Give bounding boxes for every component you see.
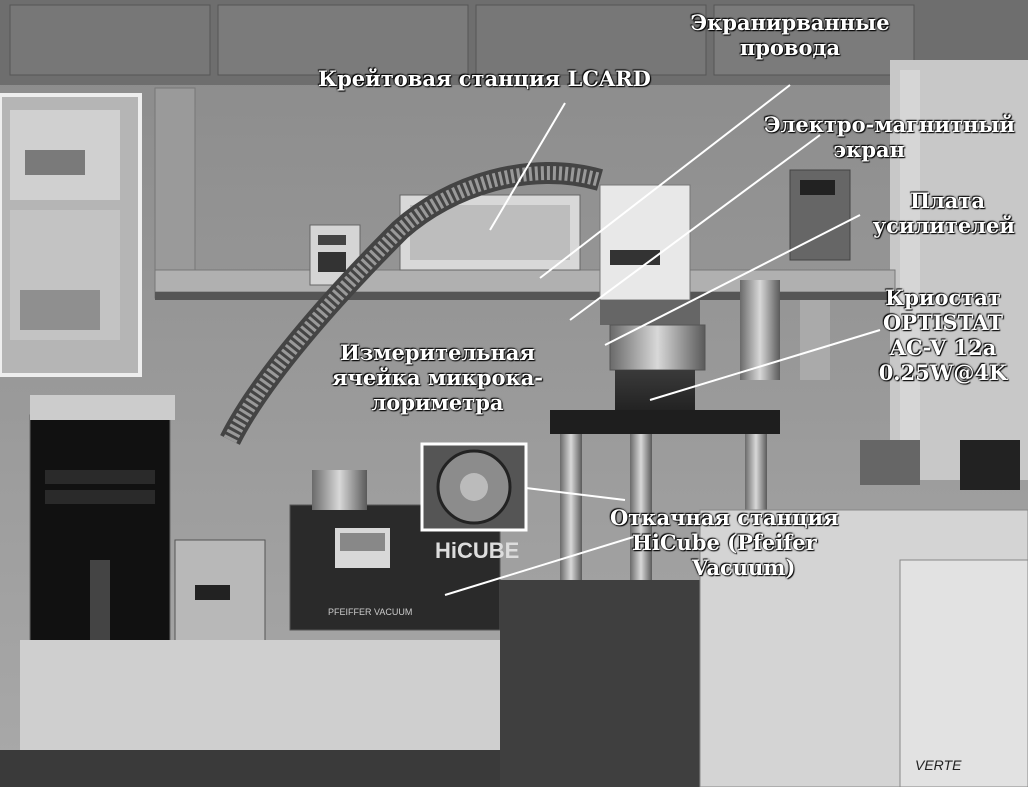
- label-crate-station: Крейтовая станция LCARD: [318, 66, 651, 91]
- label-pump-station: Откачная станция HiCube (Pfeifer Vacuum): [610, 505, 839, 580]
- shelf-support: [154, 87, 196, 299]
- leader-lines: [444, 84, 881, 596]
- label-amp-board: Плата усилителей: [872, 188, 1015, 238]
- label-em-screen: Электро-магнитный экран: [763, 112, 1015, 162]
- hicube-logo: HiCUBE: [435, 538, 519, 563]
- right-equipment: [699, 440, 1028, 787]
- vertex-logo: VERTE: [915, 757, 962, 773]
- glass-cabinet: [0, 93, 142, 377]
- cryostat: [599, 184, 830, 425]
- pfeiffer-logo: PFEIFFER VACUUM: [328, 607, 412, 617]
- cell-inset: [420, 442, 528, 532]
- upper-cabinets: [0, 0, 1028, 85]
- label-shielded-wires: Экранирванные провода: [690, 10, 890, 60]
- hicube-pump: [289, 470, 501, 631]
- label-measuring-cell: Измерительная ячейка микрока- лориметра: [331, 340, 544, 415]
- desk: [20, 640, 560, 750]
- shelf: [154, 269, 896, 293]
- label-cryostat: Криостат OPTISTAT AC-V 12a 0.25W@4K: [878, 285, 1008, 385]
